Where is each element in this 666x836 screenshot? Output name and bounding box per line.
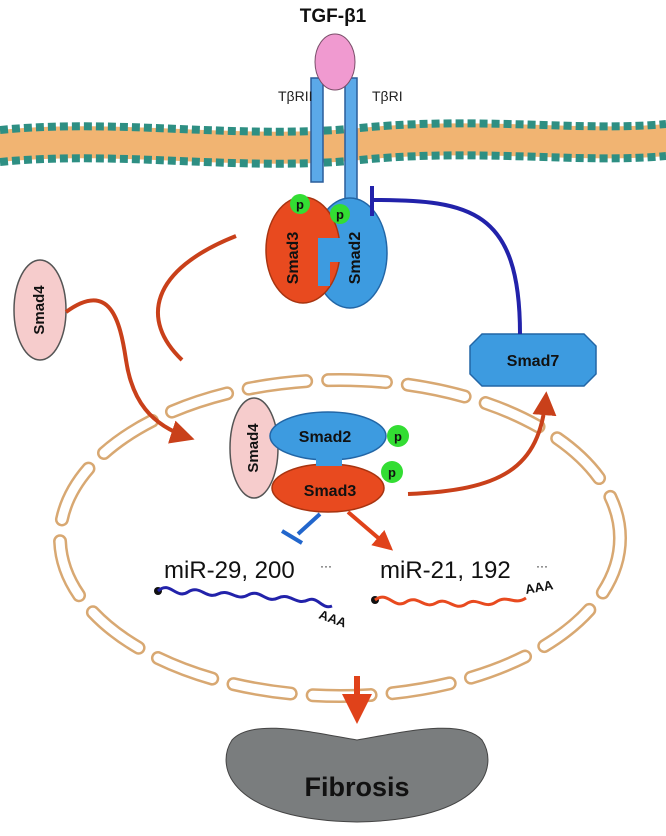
smad3-label: Smad3	[285, 232, 302, 285]
smad4-cytoplasm: Smad4	[13, 259, 67, 361]
receptor-type2-label: TβRII	[278, 88, 313, 104]
receptor-type2	[310, 77, 324, 183]
cytoplasm-smad-complex: p p Smad3 Smad2	[265, 194, 388, 309]
nuclear-smad2-label: Smad2	[299, 429, 352, 446]
mir21-ellipsis: ···	[536, 559, 548, 573]
mir29-ellipsis: ···	[320, 559, 332, 573]
tgf-beta1-ligand	[314, 33, 356, 91]
mir29-strand: AAA	[154, 586, 349, 631]
svg-text:AAA: AAA	[317, 607, 349, 631]
mir21-activation-arrow	[346, 510, 394, 551]
smad2-label: Smad2	[347, 232, 364, 285]
fibrosis-shape: Fibrosis	[225, 727, 489, 823]
nuclear-smad-complex: Smad4 Smad2 Smad3 p p	[229, 397, 409, 513]
svg-text:p: p	[296, 197, 304, 212]
smad7-induction-arrow	[407, 391, 557, 496]
svg-text:Smad4: Smad4	[31, 285, 48, 335]
cell-membrane	[0, 119, 666, 168]
mir21-strand: AAA	[371, 577, 555, 608]
receptor-type1-label: TβRI	[372, 88, 403, 104]
mir29-label: miR-29, 200	[164, 557, 295, 584]
tgf-beta1-label: TGF-β1	[300, 6, 367, 27]
mir29-inhibition-bar	[280, 529, 304, 545]
svg-text:p: p	[336, 207, 344, 222]
svg-text:AAA: AAA	[524, 577, 555, 597]
svg-text:p: p	[394, 429, 402, 444]
phospho-badge	[387, 425, 409, 447]
phospho-badge	[330, 204, 350, 224]
smad4-translocation-arrow	[64, 298, 195, 444]
svg-text:Smad7: Smad7	[507, 353, 560, 370]
mir29-inhibition-line	[296, 512, 322, 536]
svg-text:Smad4: Smad4	[245, 423, 262, 473]
complex-translocation-arrow	[156, 234, 237, 362]
mir21-label: miR-21, 192	[380, 557, 511, 584]
fibrosis-label: Fibrosis	[304, 772, 409, 802]
phospho-badge	[290, 194, 310, 214]
phospho-badge	[381, 461, 403, 483]
smad7-inhibition-line	[373, 198, 522, 335]
receptor-type1	[344, 77, 358, 203]
nuclear-smad3-label: Smad3	[304, 483, 357, 500]
smad7-box: Smad7	[469, 333, 597, 387]
svg-text:p: p	[388, 465, 396, 480]
